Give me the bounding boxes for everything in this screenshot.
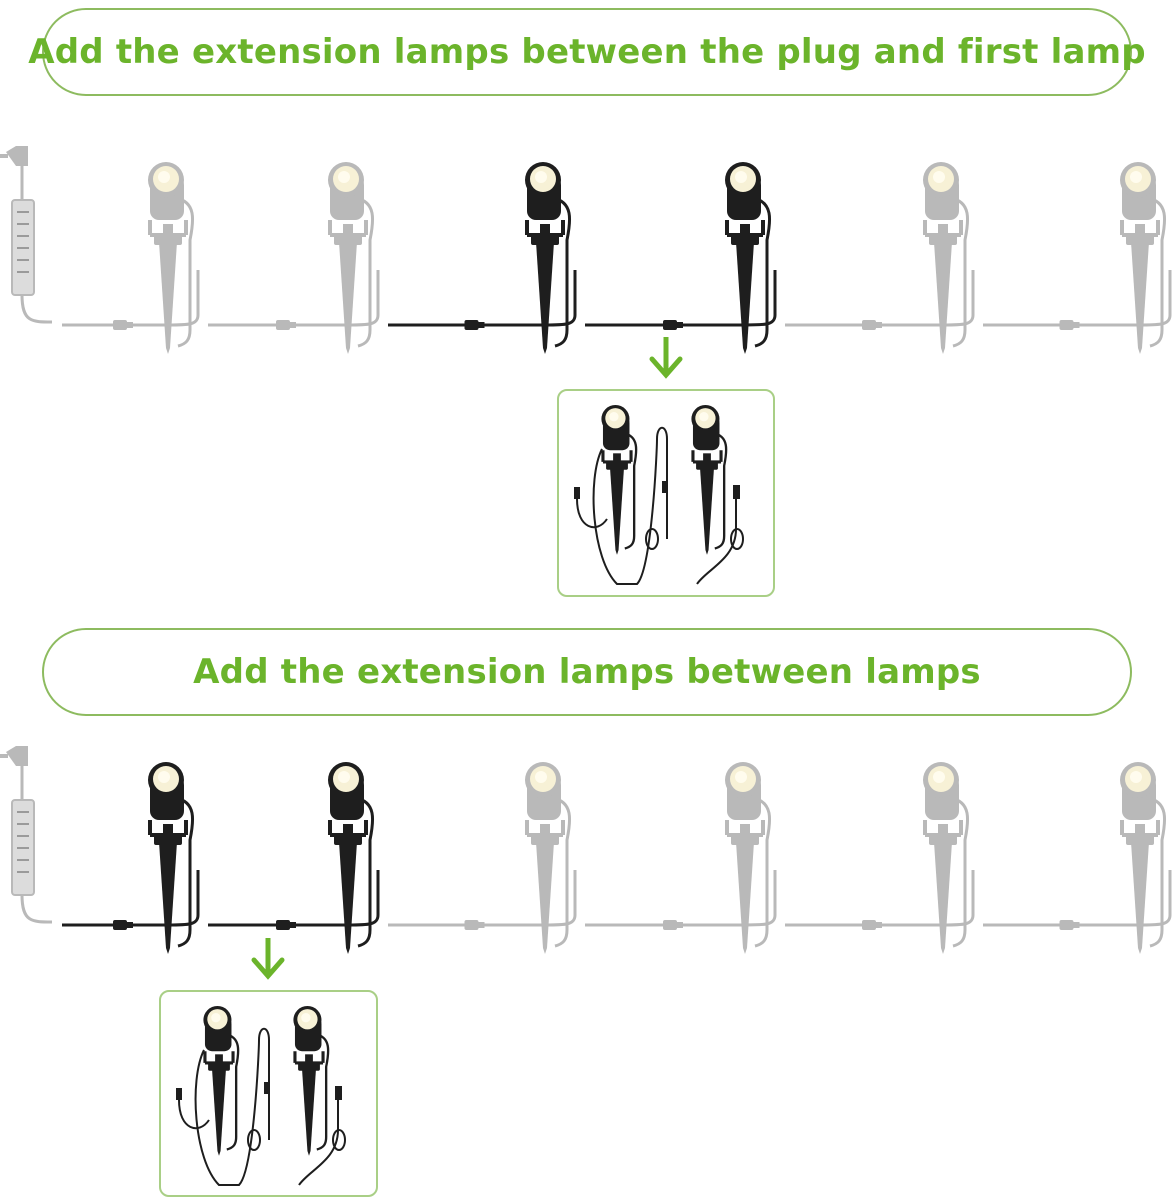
- spotlight-icon-2: [328, 762, 375, 954]
- cable-connector: [1059, 320, 1080, 330]
- detail-spotlight-2: [293, 1005, 330, 1156]
- cable-connector: [663, 320, 683, 330]
- lamp-row-2: [62, 870, 1172, 927]
- spotlight-icon-6: [1120, 162, 1167, 354]
- spotlight-icon-2: [328, 162, 375, 354]
- cable-connector: [464, 320, 485, 330]
- spotlight-icon-4: [725, 162, 772, 354]
- spotlight-icon-6: [1120, 762, 1167, 954]
- cable-connector: [862, 320, 882, 330]
- lamp-row-1: [62, 270, 1172, 327]
- cable-connector: [276, 320, 296, 330]
- spotlight-icon-3: [525, 162, 572, 354]
- spotlight-icon-5: [923, 162, 970, 354]
- spotlight-icon-1: [148, 762, 195, 954]
- plug-icon: [0, 146, 28, 200]
- arrow-down-icon: [649, 337, 683, 379]
- spotlight-icon-4: [725, 762, 772, 954]
- instruction-banner-bottom: Add the extension lamps between lamps: [42, 628, 1132, 716]
- spotlight-icon-5: [923, 762, 970, 954]
- instruction-text-top: Add the extension lamps between the plug…: [28, 32, 1146, 72]
- detail-spotlight-1: [203, 1005, 240, 1156]
- spotlight-icon-1: [148, 162, 195, 354]
- cable-connector: [113, 920, 133, 930]
- plug-icon: [0, 746, 28, 800]
- extension-kit-drawing-top: [574, 404, 744, 585]
- power-adapter-icon: [11, 799, 53, 924]
- instruction-banner-top: Add the extension lamps between the plug…: [28, 8, 1146, 96]
- cable-connector: [862, 920, 882, 930]
- instruction-text-bottom: Add the extension lamps between lamps: [193, 652, 981, 692]
- cable-connector: [464, 920, 485, 930]
- cable-connector: [113, 320, 133, 330]
- spotlight-icon-3: [525, 762, 572, 954]
- cable-connector: [276, 920, 296, 930]
- detail-spotlight-2: [691, 404, 728, 555]
- arrow-down-icon: [251, 938, 285, 980]
- power-adapter-icon: [11, 199, 53, 324]
- detail-spotlight-1: [601, 404, 638, 555]
- cable-connector: [663, 920, 683, 930]
- cable-connector: [1059, 920, 1080, 930]
- extension-kit-drawing-bottom: [176, 1005, 346, 1186]
